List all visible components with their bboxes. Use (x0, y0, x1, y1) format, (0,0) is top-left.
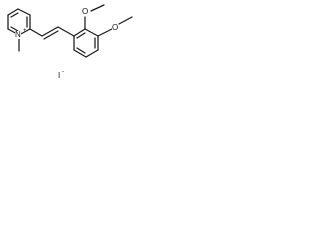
aryl-ring-bond-4 (85, 49, 99, 58)
ring-inner-bond-3 (10, 26, 19, 32)
ring-bond-1 (7, 8, 19, 16)
ring-bond-4 (18, 28, 31, 36)
vinyl-bond-2 (41, 26, 59, 37)
ring-bond-2 (17, 8, 31, 16)
aryl-ring-bond-5 (73, 49, 87, 58)
vinyl-bond-3 (57, 26, 75, 37)
nitrogen-label: N (15, 30, 21, 39)
vinyl-double-bond-line (43, 30, 59, 40)
aryl-inner-bond-1 (76, 32, 86, 39)
right-methoxy-bond-methyl (118, 16, 133, 25)
upper-methoxy-bond-methyl (90, 4, 105, 12)
nitrogen-charge: + (23, 28, 27, 34)
chemical-structure: N + O O I - (0, 0, 155, 87)
vinyl-bond-1 (29, 28, 43, 37)
aryl-ring-bond-2 (84, 28, 99, 37)
iodide-label: I (58, 71, 61, 80)
bond-diagram (7, 4, 133, 58)
ring-inner-bond-1 (10, 12, 19, 18)
aryl-ring-bond-1 (73, 28, 86, 37)
aryl-inner-bond-3 (76, 47, 86, 54)
upper-oxygen-label: O (82, 7, 89, 16)
right-oxygen-label: O (112, 23, 119, 32)
iodide-charge: - (62, 69, 64, 75)
right-methoxy-bond-ring (97, 28, 113, 37)
